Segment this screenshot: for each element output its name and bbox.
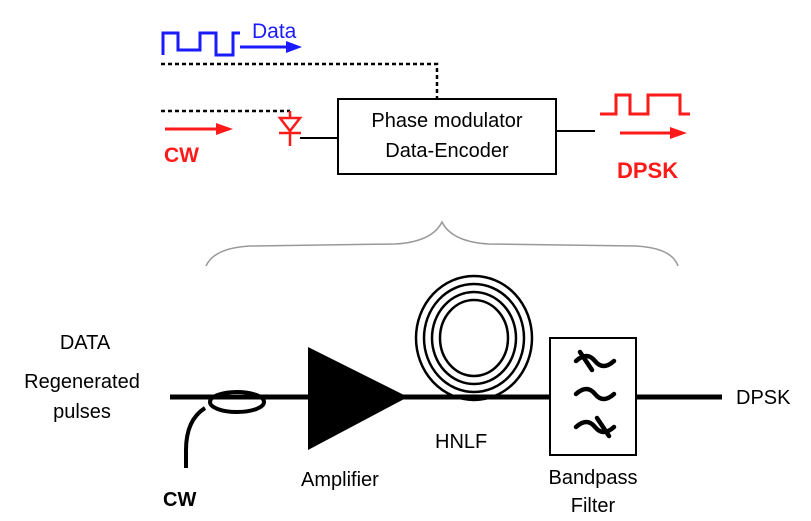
input-label-regenerated: Regenerated: [24, 371, 140, 393]
fiber-coupler-icon: [184, 390, 266, 468]
expansion-brace: [205, 220, 679, 267]
modulator-label-line1: Phase modulator: [371, 110, 523, 132]
dpsk-top-label: DPSK: [617, 158, 679, 183]
input-label-data: DATA: [59, 332, 111, 354]
filter-label-filter: Filter: [570, 495, 616, 517]
amplifier-triangle-icon: [308, 347, 408, 450]
input-label-pulses: pulses: [53, 401, 111, 423]
amplifier-label: Amplifier: [301, 469, 379, 491]
fiber-coil-icon: [414, 274, 534, 402]
filter-label-bandpass: Bandpass: [548, 467, 638, 489]
data-label: Data: [252, 20, 297, 43]
data-arrow-icon: [240, 41, 302, 53]
dpsk-square-wave-icon: [600, 93, 690, 116]
data-dashed-line: [161, 62, 439, 99]
cw-top-label: CW: [164, 144, 199, 167]
cw-arrow-icon: [165, 123, 233, 135]
photodiode-icon: [277, 111, 303, 146]
data-square-wave-icon: [161, 31, 240, 57]
modulator-label-line2: Data-Encoder: [385, 140, 509, 162]
dpsk-arrow-icon: [620, 127, 687, 139]
bandpass-filter-box: [549, 337, 637, 456]
filter-tilde-icon: [573, 349, 617, 439]
hnlf-label: HNLF: [435, 431, 488, 453]
cw-bottom-label: CW: [163, 489, 197, 511]
dpsk-output-label: DPSK: [736, 387, 791, 409]
phase-modulator-box: [337, 98, 557, 175]
